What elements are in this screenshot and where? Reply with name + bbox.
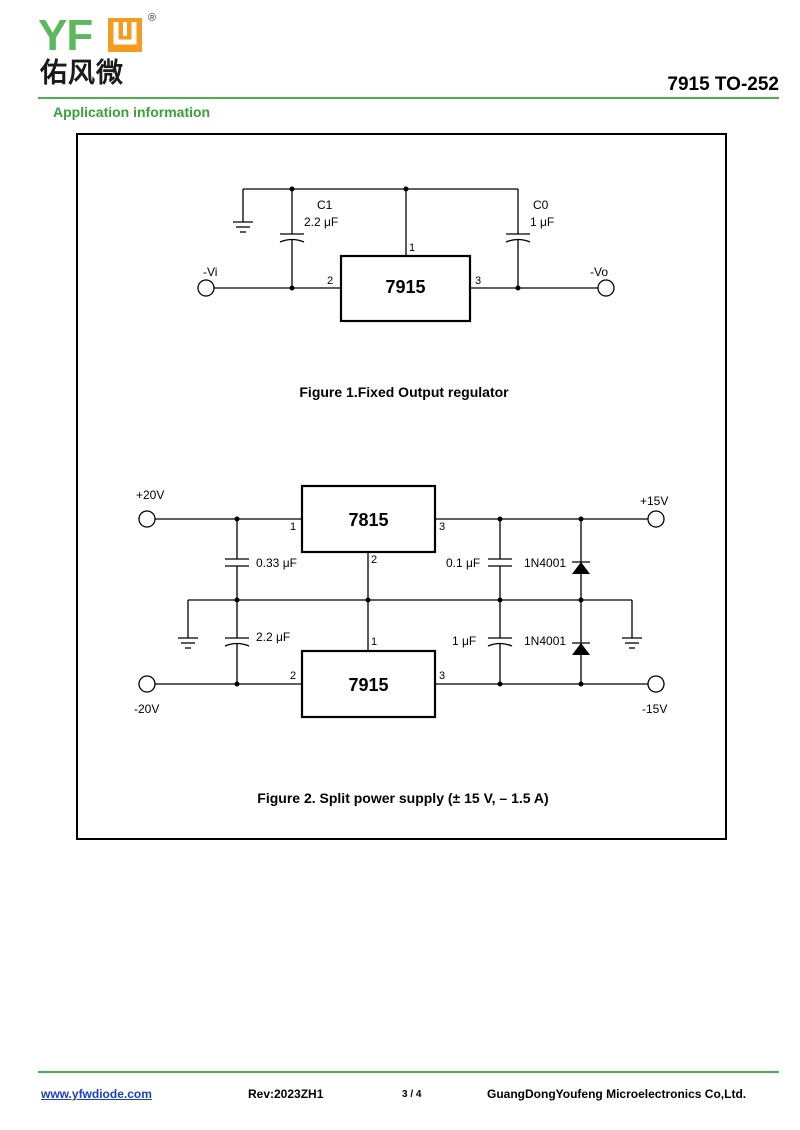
cap-1-label: 1 μF: [452, 634, 476, 648]
bottom-ic-pin2: 2: [290, 670, 296, 682]
footer-page-number: 3 / 4: [402, 1089, 422, 1100]
footer-revision: Rev:2023ZH1: [248, 1087, 324, 1101]
footer-company: GuangDongYoufeng Microelectronics Co,Ltd…: [487, 1087, 747, 1101]
top-ic-pin1: 1: [290, 521, 296, 533]
bottom-ic-pin1: 1: [371, 636, 377, 648]
section-heading: Application information: [53, 104, 211, 120]
top-ic-pin3: 3: [439, 521, 445, 533]
output-pos-label: +15V: [640, 494, 668, 508]
cap-22-label: 2.2 μF: [256, 630, 290, 644]
footer-website: www.yfwdiode.com: [41, 1087, 152, 1101]
header-divider: [38, 97, 779, 99]
figure-frame: [76, 133, 727, 840]
fig1-pin1: 1: [409, 242, 415, 254]
bottom-ic-pin3: 3: [439, 670, 445, 682]
c0-name: C0: [533, 198, 549, 212]
input-neg-label: -20V: [134, 702, 159, 716]
cap-033-label: 0.33 μF: [256, 556, 297, 570]
c1-value: 2.2 μF: [304, 215, 338, 229]
c0-value: 1 μF: [530, 215, 554, 229]
output-label: -Vo: [590, 265, 608, 279]
company-logo: YF ® 佑风微: [38, 11, 168, 94]
website-link[interactable]: www.yfwdiode.com: [41, 1087, 152, 1101]
output-neg-label: -15V: [642, 702, 667, 716]
fig1-pin2: 2: [327, 275, 333, 287]
top-ic-pin2: 2: [371, 554, 377, 566]
diode-top-label: 1N4001: [524, 556, 566, 570]
logo-yf-letters: YF: [38, 11, 93, 60]
fig1-ic-label: 7915: [385, 277, 425, 297]
logo-chinese-name: 佑风微: [40, 58, 124, 89]
c1-name: C1: [317, 198, 333, 212]
fig2-top-ic-label: 7815: [348, 510, 388, 530]
figure1-caption: Figure 1.Fixed Output regulator: [299, 384, 509, 400]
diode-bottom-label: 1N4001: [524, 634, 566, 648]
footer-divider: [38, 1071, 779, 1073]
input-pos-label: +20V: [136, 488, 164, 502]
figure2-caption: Figure 2. Split power supply (± 15 V, – …: [257, 790, 548, 806]
fig2-bottom-ic-label: 7915: [348, 675, 388, 695]
cap-01-label: 0.1 μF: [446, 556, 480, 570]
logo-u-mark: [108, 18, 142, 52]
fig1-pin3: 3: [475, 275, 481, 287]
registered-mark: ®: [148, 12, 157, 24]
part-number-title: 7915 TO-252: [667, 74, 779, 95]
input-label: -Vi: [203, 265, 217, 279]
